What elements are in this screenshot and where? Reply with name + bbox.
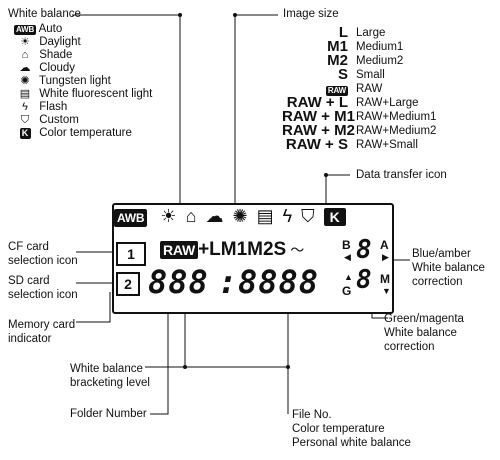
color-temp-icon: K xyxy=(14,127,36,140)
lcd-ba-digit: 8 xyxy=(356,235,372,265)
tungsten-icon: ✺ xyxy=(20,75,30,87)
lcd-down-arrow-icon: ▼ xyxy=(382,286,391,296)
leader-dot xyxy=(178,13,182,17)
size-label-raw-small: RAW+Small xyxy=(356,139,418,151)
label-wb-bracketing: White balance bracketing level xyxy=(70,363,150,389)
lcd-custom-icon: ⛉ xyxy=(301,206,315,226)
size-code-m2: M2 xyxy=(327,52,348,69)
lcd-up-arrow-icon: ▲ xyxy=(344,272,353,282)
fluorescent-icon: ▤ xyxy=(19,88,31,100)
wb-item-label: Color temperature xyxy=(39,127,132,139)
lcd-b-label: B xyxy=(342,238,351,252)
size-code-raw-m1: RAW + M1 xyxy=(282,108,355,125)
leader-dot xyxy=(324,173,328,177)
wb-item-cloudy: ☁ Cloudy xyxy=(14,62,76,75)
custom-icon: ⛉ xyxy=(20,114,30,126)
size-label-m1: Medium1 xyxy=(356,41,404,53)
lcd-separator: : xyxy=(218,263,238,301)
lcd-image-size-row: RAW+LM1M2S〜 xyxy=(160,240,304,260)
size-label-m2: Medium2 xyxy=(356,55,404,67)
wb-item-label: Daylight xyxy=(39,36,81,48)
label-sd-card: SD card selection icon xyxy=(8,275,78,301)
image-size-title: Image size xyxy=(283,8,339,20)
flash-icon: ϟ xyxy=(22,101,28,113)
wb-item-label: Custom xyxy=(39,114,79,126)
lcd-right-arrow-icon: ▶ xyxy=(382,252,389,262)
leader-memory-card xyxy=(76,292,111,323)
wb-item-daylight: ☀ Daylight xyxy=(14,36,81,49)
size-label-large: Large xyxy=(356,27,386,39)
lcd-wb-icon-strip: AWB ☀ ⌂ ☁ ✺ ▤ ϟ ⛉ K xyxy=(114,205,354,227)
wb-item-label: Auto xyxy=(38,23,63,35)
lcd-gm-digit: 8 xyxy=(356,265,372,295)
size-code-raw-large: RAW + L xyxy=(286,94,348,111)
lcd-flash-icon: ϟ xyxy=(282,206,293,226)
white-balance-title: White balance xyxy=(8,8,81,20)
lcd-data-transfer-icon: 〜 xyxy=(290,242,305,258)
shade-icon: ⌂ xyxy=(21,49,29,61)
leader-dot xyxy=(286,365,290,369)
leader-dot xyxy=(183,365,187,369)
lcd-fluorescent-icon: ▤ xyxy=(256,206,274,226)
lcd-awb-icon: AWB xyxy=(114,205,151,227)
label-memory-card: Memory card indicator xyxy=(8,319,76,345)
leader-dot xyxy=(233,13,237,17)
lcd-raw-badge: RAW xyxy=(160,241,199,259)
lcd-shade-icon: ⌂ xyxy=(185,206,197,226)
size-code-large: L xyxy=(338,24,348,41)
lcd-left-arrow-icon: ◀ xyxy=(344,252,351,262)
lcd-folder-digits: 888 xyxy=(148,263,209,301)
size-code-raw-m2: RAW + M2 xyxy=(282,122,355,139)
leader-folder-number xyxy=(150,300,169,415)
lcd-daylight-icon: ☀ xyxy=(160,206,177,226)
lcd-cloudy-icon: ☁ xyxy=(205,206,224,226)
size-code-raw-small: RAW + S xyxy=(285,136,348,153)
lcd-k-icon: K xyxy=(323,205,350,227)
wb-item-label: Tungsten light xyxy=(39,75,111,87)
size-code-raw: RAW xyxy=(325,86,348,96)
wb-item-label: Shade xyxy=(39,49,73,61)
size-code-small: S xyxy=(337,66,348,83)
lcd-g-label: G xyxy=(342,284,352,298)
cf-card-icon: 1 xyxy=(116,242,146,266)
size-label-raw-large: RAW+Large xyxy=(356,97,419,109)
awb-icon: AWB xyxy=(14,25,37,35)
wb-item-label: Flash xyxy=(39,101,68,113)
wb-item-shade: ⌂ Shade xyxy=(14,49,73,62)
wb-item-tungsten: ✺ Tungsten light xyxy=(14,75,111,88)
wb-item-auto: AWB Auto xyxy=(14,23,62,36)
leader-white-balance xyxy=(72,14,181,205)
wb-item-label: Cloudy xyxy=(39,62,76,74)
size-label-raw-m1: RAW+Medium1 xyxy=(356,111,437,123)
lcd-m-label: M xyxy=(380,272,390,286)
size-label-small: Small xyxy=(356,69,385,81)
lcd-tungsten-icon: ✺ xyxy=(232,206,248,226)
label-file-no: File No. Color temperature Personal whit… xyxy=(292,409,411,449)
sd-card-icon: 2 xyxy=(116,272,140,296)
lcd-size-letters: +LM1M2S xyxy=(198,239,287,260)
cloudy-icon: ☁ xyxy=(19,62,31,74)
size-label-raw-m2: RAW+Medium2 xyxy=(356,125,437,137)
size-label-raw: RAW xyxy=(356,83,383,95)
lcd-panel xyxy=(112,203,394,314)
label-green-magenta: Green/magenta White balance correction xyxy=(384,313,464,353)
size-code-m1: M1 xyxy=(327,38,348,55)
label-blue-amber: Blue/amber White balance correction xyxy=(412,248,485,288)
lcd-a-label: A xyxy=(380,238,389,252)
wb-item-color-temp: K Color temperature xyxy=(14,127,132,140)
label-folder-number: Folder Number xyxy=(70,408,147,420)
label-cf-card: CF card selection icon xyxy=(8,241,78,267)
wb-item-label: White fluorescent light xyxy=(39,88,153,100)
wb-item-fluorescent: ▤ White fluorescent light xyxy=(14,88,153,101)
daylight-icon: ☀ xyxy=(20,36,30,48)
wb-item-flash: ϟ Flash xyxy=(14,101,67,114)
lcd-file-digits: 8888 xyxy=(238,263,320,301)
wb-item-custom: ⛉ Custom xyxy=(14,114,79,127)
label-data-transfer: Data transfer icon xyxy=(356,169,447,181)
